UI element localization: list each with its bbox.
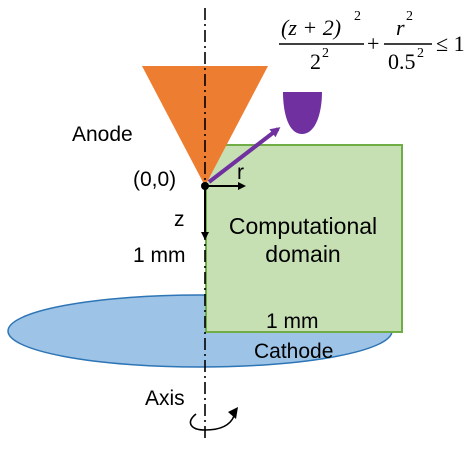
left-dimension-label: 1 mm [133,244,186,267]
anode-label: Anode [72,123,133,146]
eq-plus: + [367,31,379,56]
axis-label: Axis [145,387,185,410]
rotation-arrow [189,413,235,431]
plasma-region [283,92,322,134]
eq-term1-denominator: 2 [310,49,321,74]
eq-relation: ≤ 1 [436,31,465,56]
rotation-arrowhead [228,407,238,419]
r-axis-label: r [237,161,244,184]
eq-term1-numerator: (z + 2) [281,15,341,40]
eq-term2-exponent: 2 [406,9,413,24]
computational-domain [205,144,403,333]
eq-term2-numerator: r [396,15,405,40]
domain-label-line1: Computational [229,213,377,239]
z-axis-label: z [174,208,185,231]
cathode-label: Cathode [254,340,333,363]
eq-term2-denominator-exponent: 2 [417,46,424,61]
eq-term1-exponent: 2 [354,9,361,24]
ellipsoid-equation: (z + 2) 2 2 2 + r 2 0.5 2 ≤ 1 [279,9,465,74]
plasma-pointer-arrow [207,127,281,184]
eq-term1-denominator-exponent: 2 [322,46,329,61]
origin-label: (0,0) [133,168,176,191]
domain-label-line2: domain [265,241,340,267]
eq-term2-denominator: 0.5 [388,49,416,74]
origin-point [201,182,209,190]
bottom-dimension-label: 1 mm [266,310,319,333]
